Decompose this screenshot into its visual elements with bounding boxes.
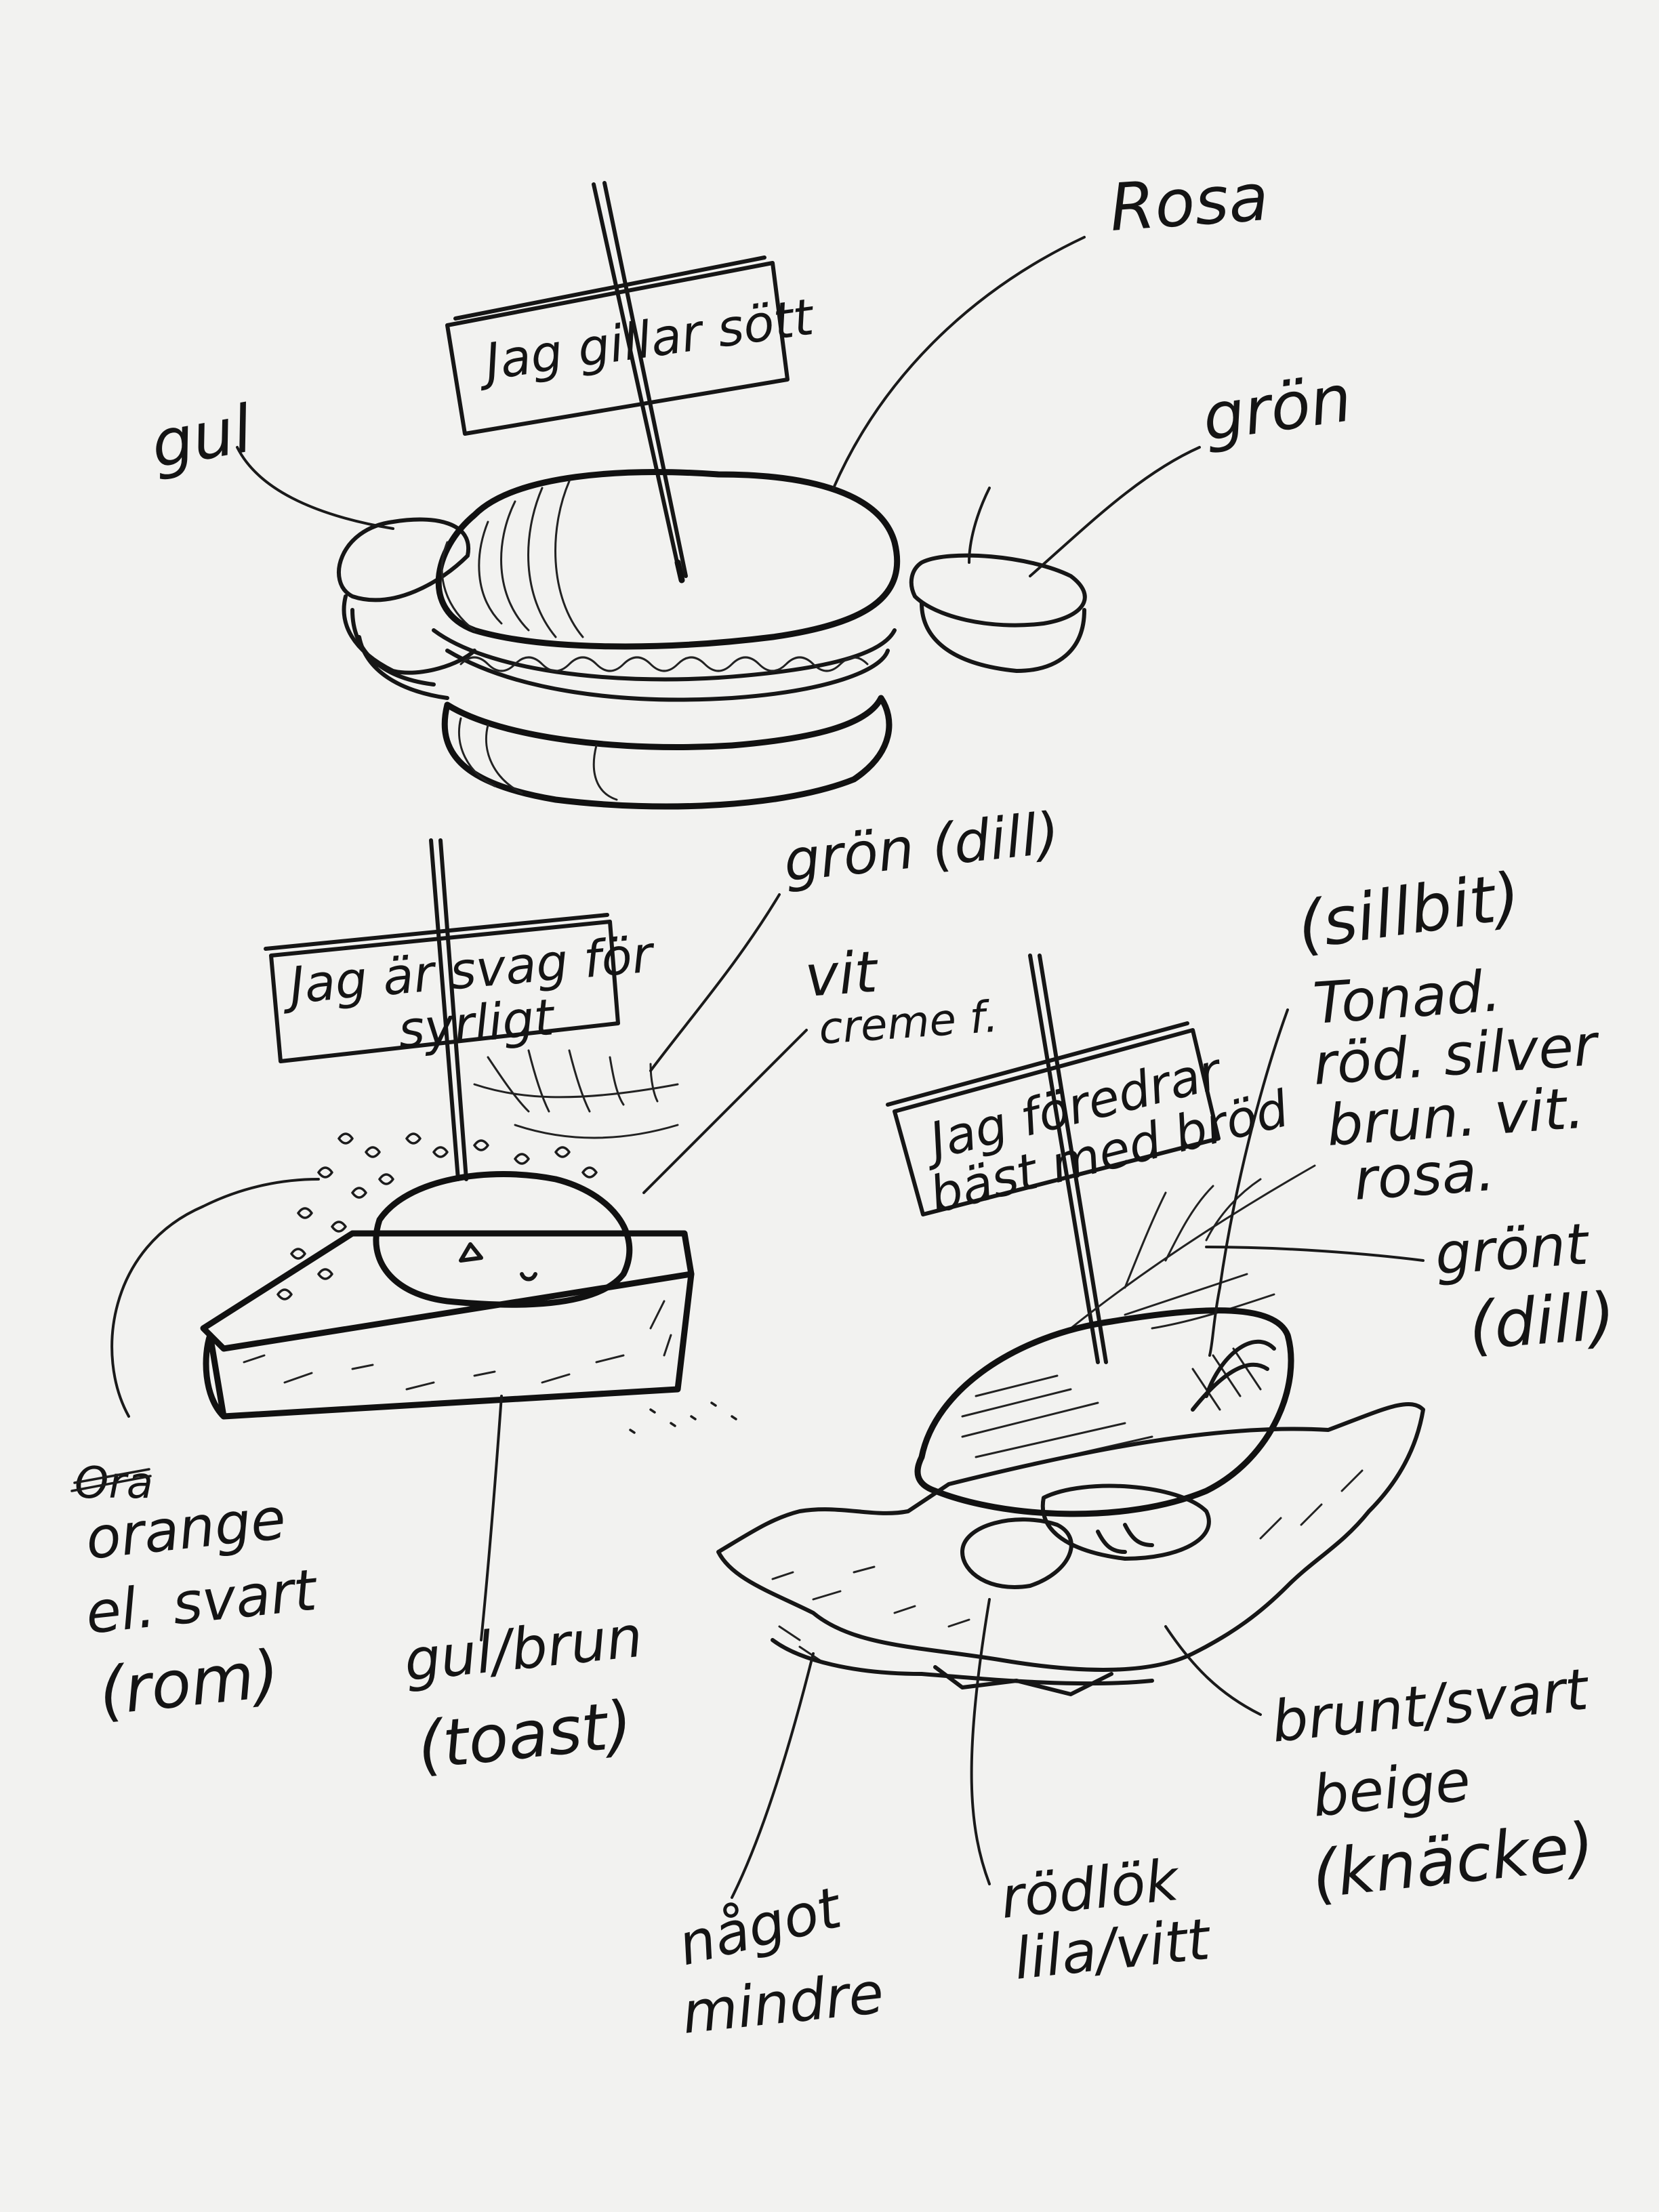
macaron-flag <box>445 255 790 436</box>
toast-bread-body <box>203 1271 695 1420</box>
macaron-right-gron <box>909 553 1087 673</box>
toast-label-orange-2: el. svart <box>83 1556 321 1646</box>
herring-label-gront-2: (dill) <box>1467 1278 1618 1364</box>
toast-leader-vit <box>642 1029 808 1194</box>
herring-flag <box>886 1021 1221 1216</box>
herring-leader-brunt <box>1164 1625 1262 1716</box>
toast-leader-gron-dill <box>649 893 781 1072</box>
toast-creme-inner <box>459 1242 537 1282</box>
macaron-toothpick <box>592 181 688 579</box>
toast-label-gron-dill: grön (dill) <box>781 800 1063 895</box>
toast-toothpick <box>429 838 468 1181</box>
herring-dill <box>1069 1164 1316 1330</box>
toast-label-gul-brun-1: gul/brun <box>401 1603 646 1694</box>
toast-bread-texture <box>243 1300 672 1391</box>
herring-crispbread <box>716 1402 1425 1672</box>
toast-flag-text-2: syrligt <box>396 988 558 1060</box>
herring-skin-curl <box>1191 1339 1276 1412</box>
macaron-label-gron: grön <box>1198 360 1356 456</box>
herring-onion-rings <box>960 1483 1211 1589</box>
macaron-left-gul <box>337 517 476 675</box>
macaron-leader-gron-2 <box>968 487 991 564</box>
toast-label-creme: creme f. <box>817 992 1000 1054</box>
herring-shading <box>961 1347 1262 1472</box>
herring-label-tonad-4: rosa. <box>1352 1137 1497 1213</box>
herring-label-brunt-1: brunt/svart <box>1269 1656 1593 1755</box>
herring-label-brunt-2: beige <box>1309 1747 1473 1830</box>
macaron-leader-gul <box>236 446 394 530</box>
herring-crispbread-edge <box>771 1638 1154 1696</box>
herring-piece <box>914 1307 1294 1517</box>
herring-toothpick <box>1028 954 1108 1364</box>
toast-label-orange-3: (rom) <box>96 1636 283 1730</box>
macaron-toothpick-tip <box>674 559 685 583</box>
herring-leader-gront <box>1205 1246 1425 1262</box>
macaron-drawing <box>337 181 1087 810</box>
macaron-label-gul: gul <box>146 391 258 483</box>
herring-drawing <box>716 954 1425 1696</box>
toast-leader-orange <box>110 1178 320 1418</box>
macaron-filling-squiggle <box>459 656 869 672</box>
macaron-shell-hatching <box>441 480 584 638</box>
herring-leader-rodlok <box>970 1598 991 1885</box>
toast-dill <box>473 1049 679 1139</box>
toast-label-vit: vit <box>803 939 882 1010</box>
toast-flag <box>264 913 620 1063</box>
herring-label-tonad-1: Tonad. <box>1311 958 1503 1037</box>
macaron-bottom-hatching <box>457 717 618 801</box>
toast-label-orange-crossed: Ora <box>70 1458 153 1509</box>
macaron-leader-rosa <box>832 236 1086 489</box>
macaron-left-stack <box>350 608 449 700</box>
toast-label-orange-strike <box>70 1468 152 1492</box>
toast-label-gul-brun-2: (toast) <box>414 1686 636 1784</box>
herring-leader-nagot <box>731 1652 815 1899</box>
herring-label-gront-1: grönt <box>1433 1210 1593 1288</box>
toast-bread-top <box>200 1230 695 1352</box>
macaron-filling <box>432 628 897 702</box>
herring-leader-tonad <box>1208 1008 1289 1357</box>
macaron-bottom-shell <box>441 695 893 810</box>
macaron-label-rosa: Rosa <box>1107 159 1271 246</box>
toast-creme-dollop <box>373 1171 633 1308</box>
herring-crispbread-texture <box>771 1469 1364 1662</box>
macaron-leader-gron <box>1029 446 1201 577</box>
toast-drawing <box>200 838 737 1434</box>
herring-label-sillbit: (sillbit) <box>1293 858 1525 964</box>
toast-crumbs <box>629 1401 737 1434</box>
herring-label-nagot-1: något <box>672 1874 849 1978</box>
toast-leader-gul-brun <box>480 1395 503 1641</box>
toast-roe-topping <box>276 1132 598 1300</box>
